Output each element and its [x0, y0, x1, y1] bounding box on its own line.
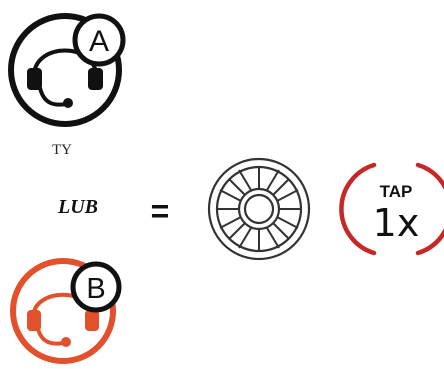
badge-a-circle [72, 13, 126, 67]
headset-b: B [10, 258, 122, 364]
headset-a: A [8, 13, 126, 127]
tap-badge-right-arc [415, 162, 444, 256]
headset-a-icon [8, 13, 122, 127]
headset-a-earphones [27, 48, 103, 108]
label-ty: TY [52, 142, 72, 158]
badge-b-circle [70, 261, 122, 313]
headset-b-icon [10, 258, 116, 364]
equals-sign: = [151, 193, 170, 229]
badge-b-letter: B [86, 273, 105, 305]
tap-badge: TAP 1x [339, 162, 444, 256]
badge-a-letter: A [89, 25, 109, 58]
tap-count: 1x [373, 201, 420, 245]
jog-dial-icon [207, 157, 311, 261]
tap-word: TAP [380, 182, 413, 201]
tap-badge-left-arc [339, 162, 377, 256]
label-lub: LUB [58, 196, 98, 218]
